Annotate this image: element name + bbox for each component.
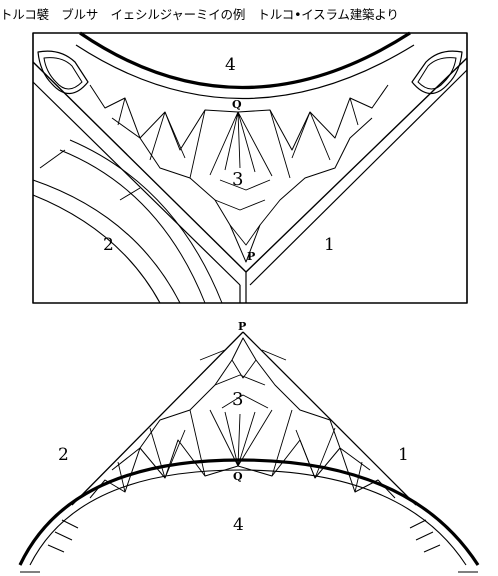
lower-label-region-3: 3 bbox=[232, 389, 243, 410]
lower-facets-inner bbox=[111, 337, 371, 471]
upper-label-point-p: P bbox=[247, 250, 255, 263]
left-arch-curve-2 bbox=[32, 179, 181, 304]
left-corner-cushion bbox=[37, 50, 89, 95]
lower-label-region-4: 4 bbox=[233, 515, 244, 535]
left-arch-curve-3 bbox=[59, 149, 206, 304]
left-arch-slat-1 bbox=[39, 149, 66, 169]
lower-right-edge bbox=[242, 331, 417, 506]
left-arch-curve-1 bbox=[32, 194, 161, 304]
figure-caption: トルコ襞 ブルサ イェシルジャーミイの例 トルコ•イスラム建築より bbox=[0, 7, 399, 22]
upper-frame bbox=[32, 32, 468, 304]
lower-facets-rays-mid bbox=[117, 349, 363, 493]
left-rib-inner bbox=[32, 81, 241, 286]
upper-facets-rays-q bbox=[189, 109, 291, 179]
right-corner-cushion-inner bbox=[417, 57, 457, 90]
left-corner-cushion-inner bbox=[43, 57, 83, 90]
upper-label-point-q: Q bbox=[232, 98, 242, 111]
dome-arc-outer bbox=[79, 31, 411, 90]
lower-left-edge bbox=[71, 331, 244, 506]
lower-arch-inner bbox=[29, 469, 467, 566]
lower-arch-outer bbox=[18, 458, 480, 566]
lower-left-base bbox=[19, 519, 79, 566]
upper-label-region-1: 1 bbox=[324, 235, 335, 255]
right-rib-inner bbox=[249, 69, 468, 286]
left-arch-curve-4 bbox=[69, 139, 223, 304]
right-rib-outer bbox=[245, 57, 468, 273]
upper-label-region-4: 4 bbox=[225, 55, 236, 75]
left-rib-outer bbox=[32, 61, 247, 273]
lower-view bbox=[18, 331, 480, 573]
left-arch-slat-2 bbox=[119, 187, 141, 201]
lower-facets-rays-q bbox=[189, 409, 293, 477]
lower-right-base bbox=[409, 519, 479, 566]
upper-view bbox=[32, 31, 468, 304]
upper-label-region-2: 2 bbox=[103, 235, 114, 255]
lower-facets-zigzag bbox=[89, 439, 396, 499]
dome-arc-inner bbox=[75, 44, 415, 100]
lower-label-region-1: 1 bbox=[398, 445, 409, 465]
upper-label-region-3: 3 bbox=[232, 169, 243, 190]
lower-label-point-q: Q bbox=[233, 470, 243, 483]
upper-facets-inner bbox=[111, 117, 373, 263]
upper-facets-rays-mid bbox=[117, 97, 359, 246]
lower-label-point-p: P bbox=[238, 320, 246, 333]
right-corner-cushion bbox=[411, 50, 463, 95]
lower-label-region-2: 2 bbox=[58, 445, 69, 465]
